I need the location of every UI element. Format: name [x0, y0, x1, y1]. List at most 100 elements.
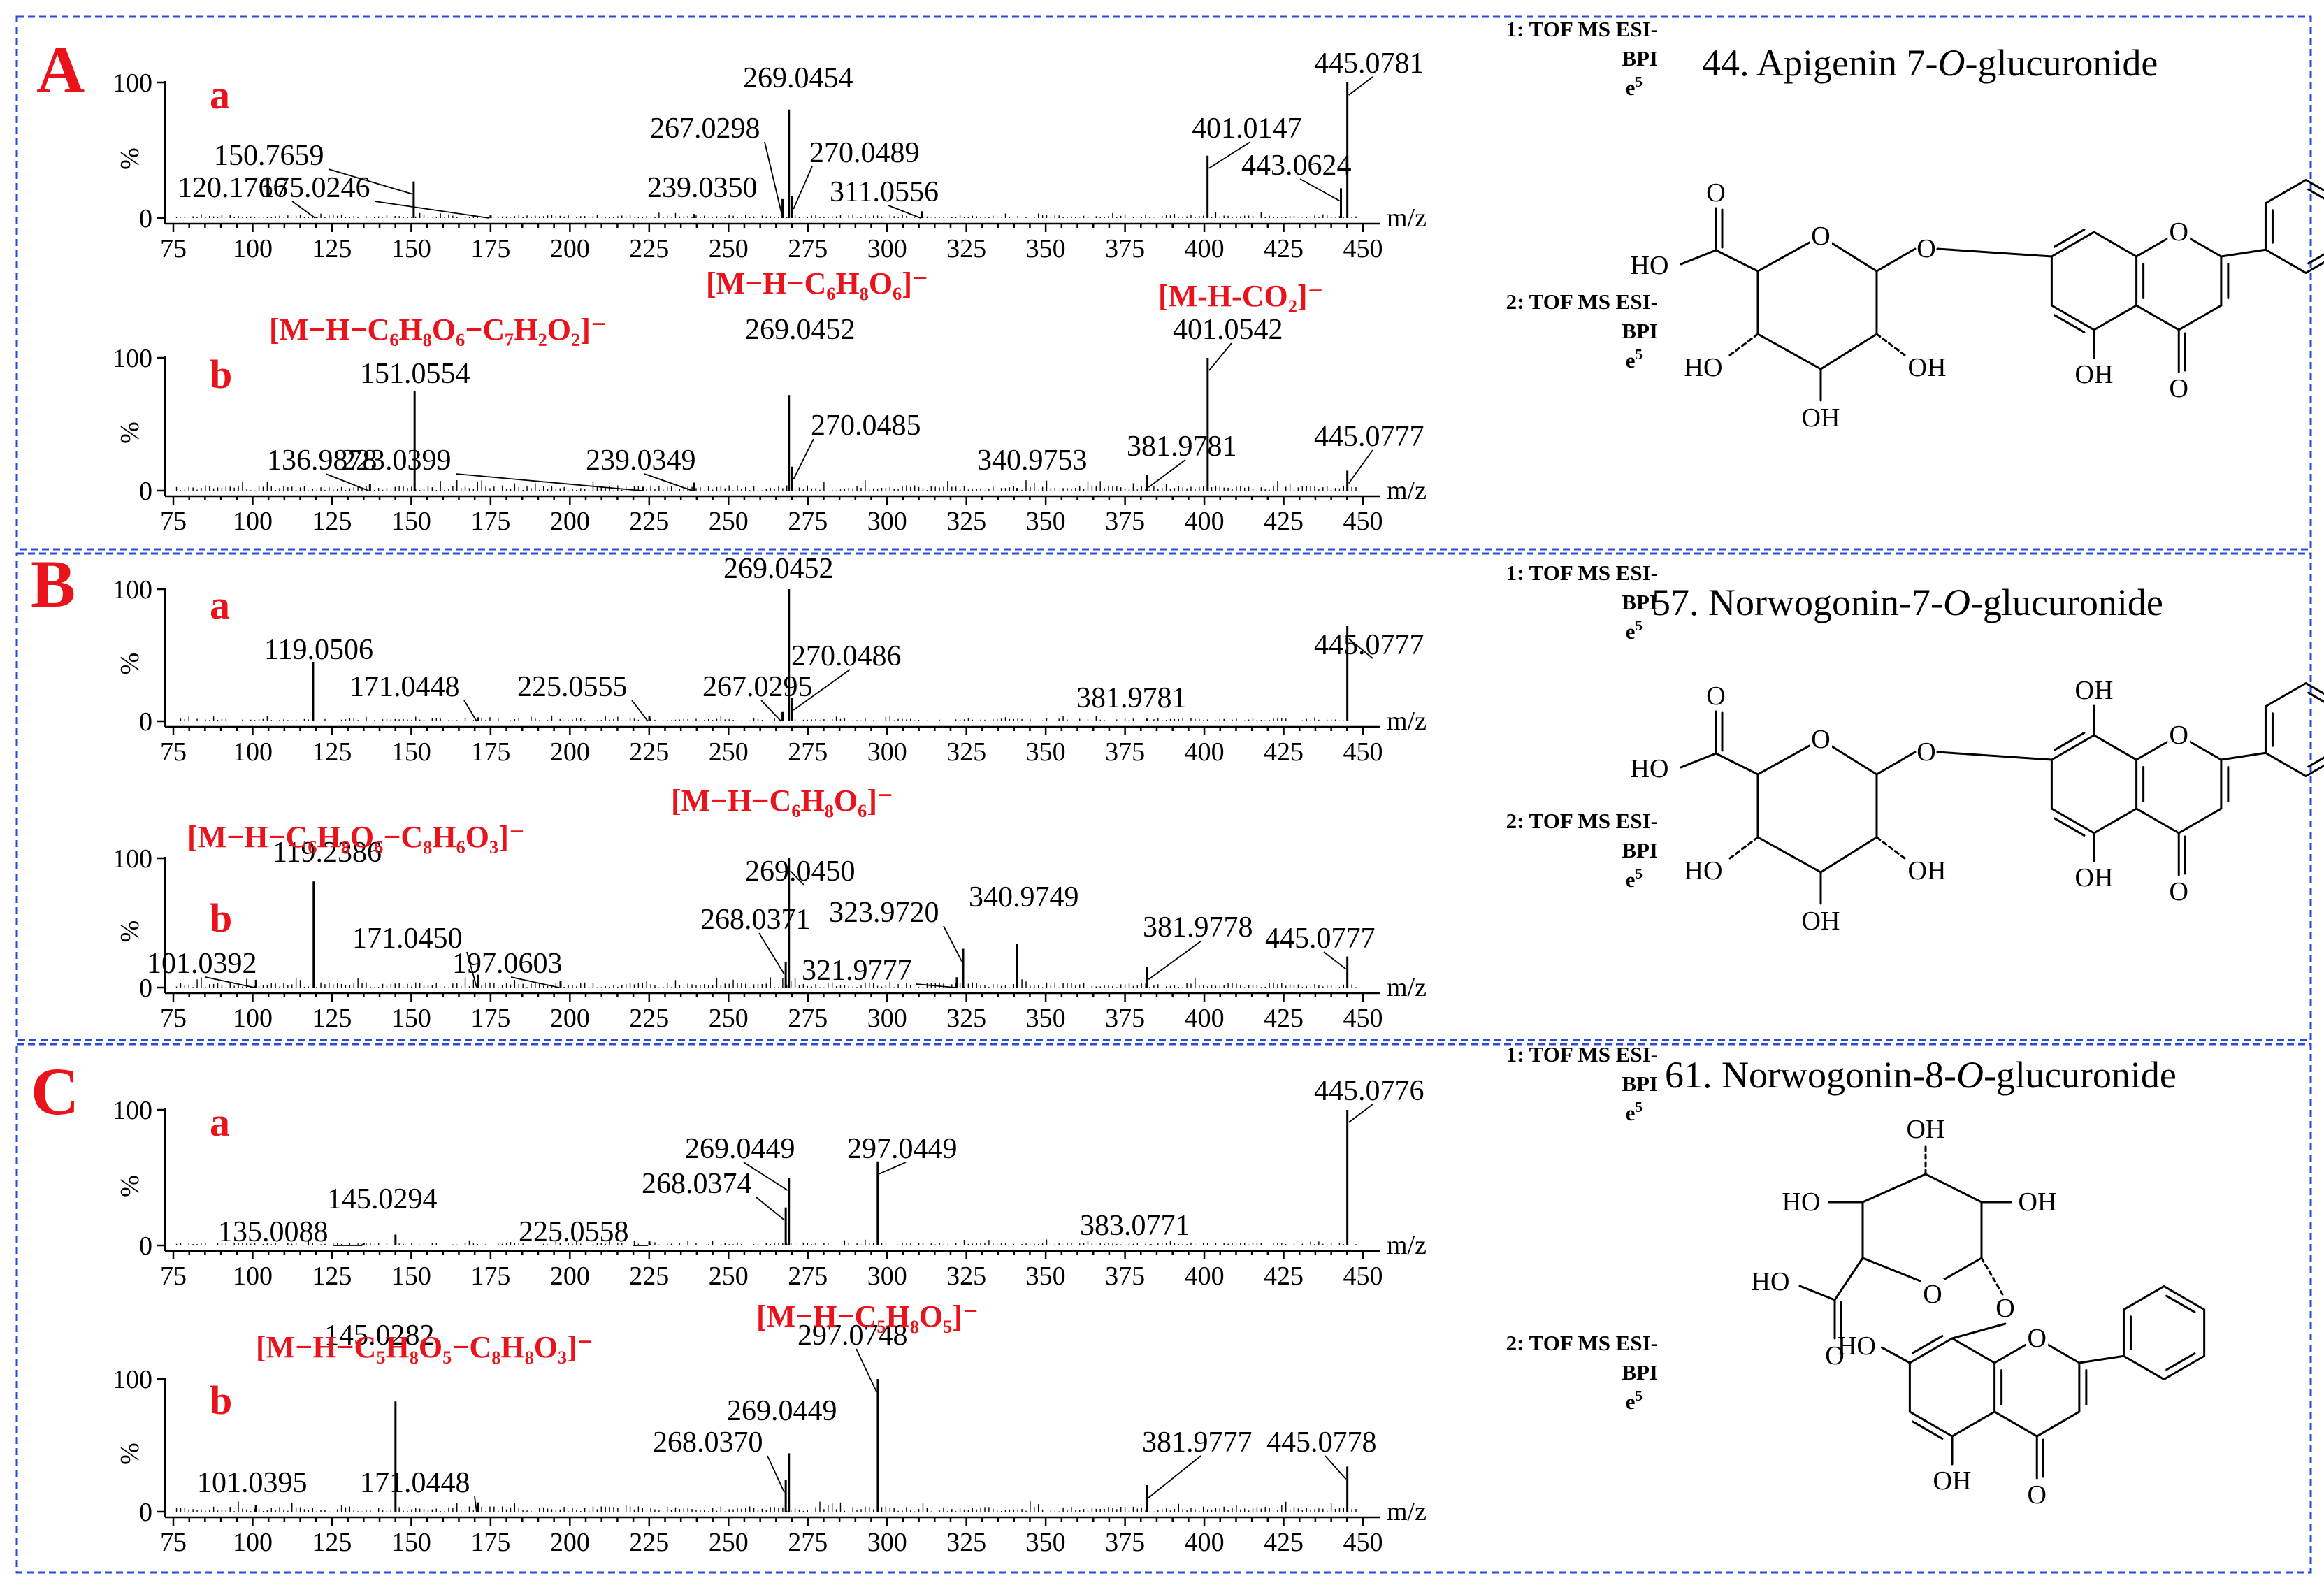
peak-leader	[455, 473, 642, 491]
x-tick-label: 175	[470, 234, 510, 263]
bond	[1715, 249, 1759, 273]
bond	[1875, 247, 1917, 273]
x-axis-label: m/z	[1387, 1497, 1427, 1526]
x-tick-label: 350	[1026, 1528, 1066, 1557]
x-tick-label: 150	[391, 234, 431, 263]
peak-label-119.2386: 119.2386	[273, 837, 382, 869]
y-tick-label: 100	[113, 68, 152, 98]
spectrum-A-a-sub-letter: a	[210, 72, 230, 117]
bond	[1875, 333, 1906, 356]
o-mask	[1921, 1279, 1944, 1303]
x-tick-label: 100	[233, 234, 273, 263]
x-tick-label: 175	[470, 1262, 510, 1291]
sugar-ring-oxygen: O	[1811, 725, 1830, 754]
ring-oxygen: O	[2170, 721, 2188, 750]
oh-4: HO	[1684, 353, 1723, 382]
bond	[1680, 249, 1717, 266]
bond	[1980, 1257, 2004, 1296]
x-tick-label: 350	[1026, 1262, 1066, 1291]
peak-label-101.0395: 101.0395	[197, 1467, 308, 1499]
peak-label-145.0294: 145.0294	[327, 1183, 438, 1215]
ms-info-line: BPI	[1622, 838, 1658, 862]
peak-leader	[474, 1496, 477, 1512]
x-tick-label: 225	[629, 737, 669, 767]
x-tick-label: 300	[867, 234, 907, 263]
peak-label-270.0489: 270.0489	[809, 137, 920, 169]
x-tick-label: 425	[1264, 507, 1304, 536]
peak-label-175.0246: 175.0246	[260, 172, 370, 204]
x-tick-label: 400	[1185, 737, 1225, 767]
oh-2: OH	[2019, 1187, 2057, 1217]
y-tick-label: 0	[139, 1498, 152, 1527]
acid-hydroxyl: HO	[1631, 251, 1669, 280]
peak-leader	[1348, 638, 1373, 659]
acid-carbonyl-oxygen: O	[1706, 178, 1725, 208]
ms-info-line: BPI	[1622, 46, 1658, 71]
double-bond	[2307, 188, 2324, 200]
x-tick-label: 425	[1264, 1528, 1304, 1557]
x-tick-label: 400	[1185, 1262, 1225, 1291]
x-tick-label: 350	[1026, 507, 1066, 536]
bond	[1861, 1257, 1934, 1287]
peak-label-443.0624: 443.0624	[1241, 150, 1352, 182]
x-tick-label: 250	[709, 234, 749, 263]
x-tick-label: 275	[788, 507, 828, 536]
peak-label-267.0295: 267.0295	[702, 671, 813, 703]
bond	[2220, 751, 2267, 761]
bond	[1936, 751, 2053, 761]
bond	[1951, 1322, 2007, 1340]
ring-a	[2050, 734, 2138, 834]
x-tick-label: 100	[233, 1262, 273, 1291]
x-tick-label: 275	[788, 1528, 828, 1557]
x-tick-label: 375	[1105, 1262, 1145, 1291]
peak-leader	[793, 669, 851, 711]
ring-oxygen: O	[2170, 217, 2188, 247]
peak-leader	[1323, 951, 1347, 970]
oh-4: HO	[1782, 1187, 1821, 1217]
x-tick-label: 300	[867, 1262, 907, 1291]
peak-leader	[1148, 940, 1202, 981]
peak-leader	[790, 870, 804, 886]
fragment-annotation: [M−H−C₆H₈O₆]⁻	[706, 266, 928, 301]
bond	[1833, 1257, 1864, 1301]
peak-leader	[943, 925, 962, 962]
ms-info-line: e5	[1626, 865, 1643, 892]
peak-leader	[463, 700, 477, 722]
glycosidic-oxygen: O	[1917, 234, 1935, 263]
peak-leader	[644, 473, 693, 491]
peak-leader	[1348, 1104, 1373, 1123]
peak-label-383.0771: 383.0771	[1080, 1210, 1190, 1242]
bond	[1880, 1346, 1911, 1364]
x-tick-label: 375	[1105, 737, 1145, 767]
x-tick-label: 75	[160, 737, 187, 767]
x-tick-label: 175	[470, 1004, 510, 1033]
x-tick-label: 450	[1343, 737, 1383, 767]
peak-label-268.0374: 268.0374	[642, 1168, 752, 1200]
bond	[1756, 333, 1822, 370]
x-tick-label: 250	[709, 1528, 749, 1557]
x-tick-label: 325	[946, 234, 986, 263]
x-tick-label: 125	[312, 1262, 352, 1291]
peak-label-381.9781: 381.9781	[1076, 682, 1187, 714]
x-tick-label: 400	[1185, 1004, 1225, 1033]
compound-title-C: 61. Norwogonin-8-O-glucuronide	[1665, 1054, 2177, 1096]
ms-info-line: 1: TOF MS ESI-	[1506, 17, 1658, 41]
peak-leader	[888, 205, 921, 219]
peak-label-268.0371: 268.0371	[700, 904, 811, 936]
x-tick-label: 275	[788, 1004, 828, 1033]
bond	[1680, 752, 1717, 769]
peak-leader	[291, 201, 316, 219]
x-tick-label: 75	[160, 1262, 187, 1291]
peak-leader	[760, 700, 782, 722]
bond	[1875, 751, 1917, 776]
y-tick-label: 100	[113, 844, 152, 874]
oh-3: OH	[1907, 1115, 1945, 1144]
o-mask	[1810, 221, 1832, 245]
peak-label-445.0777: 445.0777	[1314, 421, 1424, 453]
panel-A-frame	[15, 15, 2312, 551]
peak-label-145.0282: 145.0282	[324, 1320, 435, 1352]
x-tick-label: 300	[867, 1528, 907, 1557]
oh-7: HO	[1838, 1331, 1876, 1361]
